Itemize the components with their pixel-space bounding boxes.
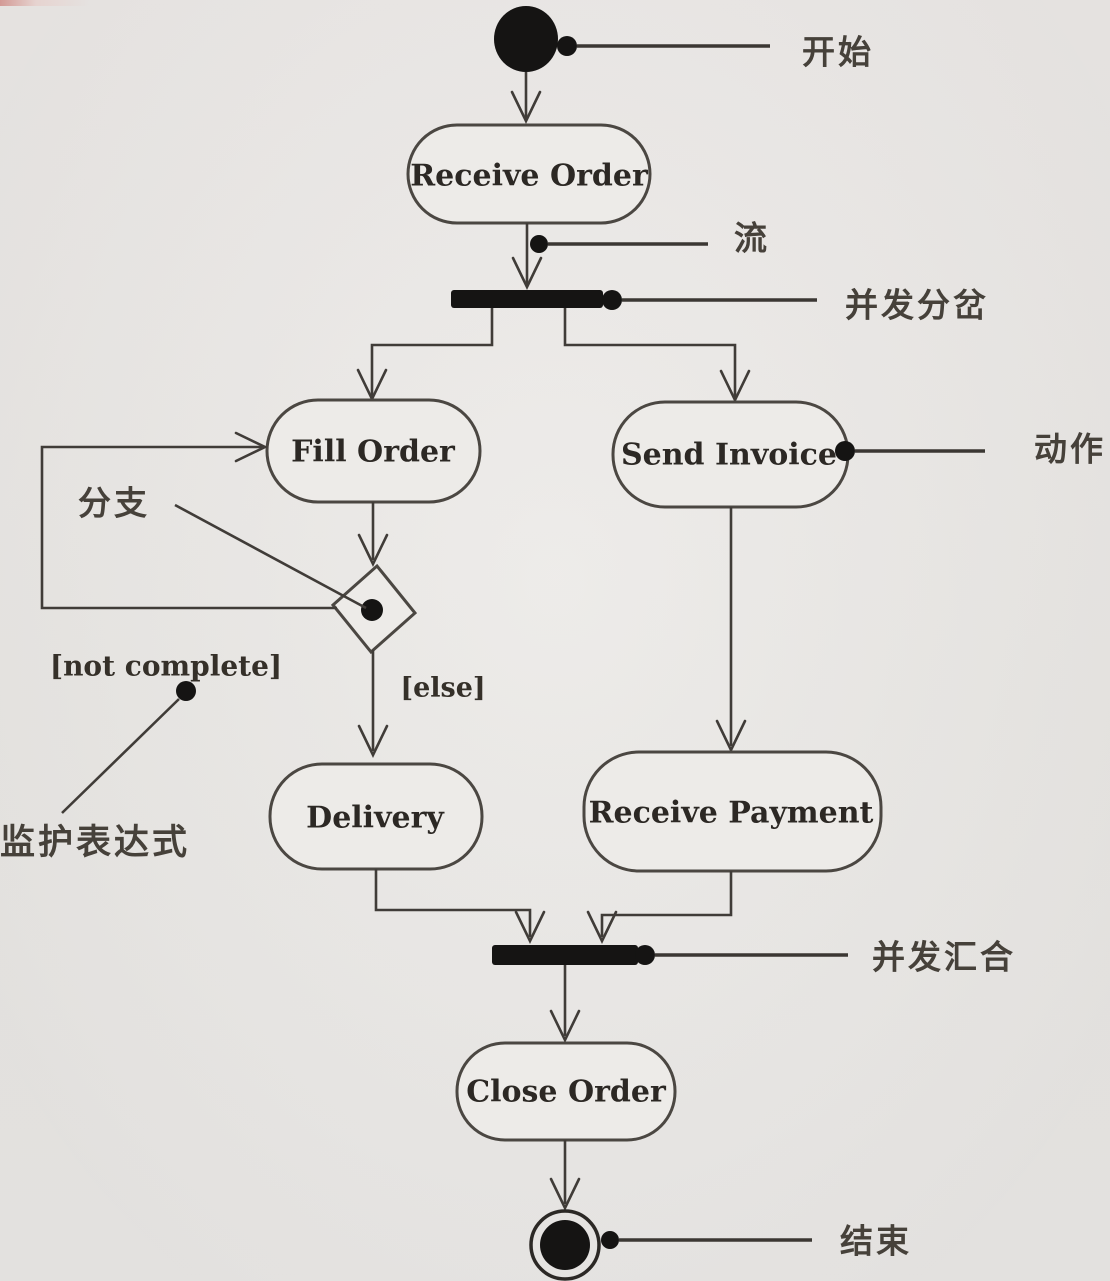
arrowhead-into-send-invoice — [719, 369, 751, 403]
receive-payment-shape — [582, 750, 883, 873]
start-node — [494, 6, 577, 72]
activity-close-order: Close Order — [455, 1041, 677, 1142]
decision-center-dot — [361, 599, 383, 621]
send-invoice-label: Send Invoice — [621, 438, 837, 473]
initial-state-circle — [494, 6, 558, 72]
branch-callout-line — [174, 503, 367, 610]
scan-artifact — [0, 0, 90, 6]
activity-receive-order: Receive Order — [406, 123, 652, 225]
delivery-label: Delivery — [306, 801, 445, 836]
arrowhead-into-receive-order — [510, 90, 542, 124]
activity-receive-payment: Receive Payment — [582, 750, 883, 873]
join-bar — [492, 945, 638, 965]
join-callout-dot — [635, 945, 655, 965]
receive-order-label: Receive Order — [410, 159, 649, 194]
edge-fork-to-fill-order — [370, 308, 494, 396]
flow-callout-dot — [530, 235, 548, 253]
edge-loop-not-complete — [40, 445, 337, 610]
fork-callout-dot — [602, 290, 622, 310]
flow-label: 流 — [734, 219, 770, 258]
action-callout-dot — [835, 441, 855, 461]
end-node — [529, 1209, 619, 1281]
receive-payment-label: Receive Payment — [589, 796, 874, 831]
guard-else-label: [else] — [400, 673, 485, 704]
start-callout-dot — [557, 36, 577, 56]
arrowhead-into-decision — [357, 533, 389, 567]
arrowhead-loop-into-fill-order — [234, 431, 268, 463]
activity-fill-order: Fill Order — [265, 398, 482, 504]
start-label: 开始 — [802, 33, 874, 72]
arrowhead-into-close-order — [549, 1009, 581, 1043]
edge-delivery-to-join — [374, 869, 532, 937]
end-label: 结束 — [840, 1222, 912, 1261]
decision-node — [330, 563, 418, 655]
final-state-ring — [529, 1209, 601, 1281]
guard-not-complete-label: [not complete] — [50, 650, 282, 683]
arrowhead-delivery-into-join — [514, 910, 546, 944]
guard-expression-label: 监护表达式 — [0, 823, 190, 863]
fork-label: 并发分岔 — [845, 286, 989, 325]
arrowhead-receive-payment-into-join — [586, 910, 618, 944]
activity-delivery: Delivery — [268, 762, 484, 871]
action-label: 动作 — [1034, 430, 1106, 469]
receive-order-shape — [406, 123, 652, 225]
edge-receive-payment-to-join — [600, 871, 733, 937]
end-callout-dot — [601, 1231, 619, 1249]
arrowhead-into-receive-payment — [715, 719, 747, 753]
arrowhead-into-delivery — [357, 724, 389, 758]
fill-order-label: Fill Order — [291, 435, 456, 470]
final-state-circle — [540, 1220, 590, 1270]
fork-bar — [451, 290, 603, 308]
branch-label: 分支 — [78, 484, 150, 523]
arrowhead-into-fork — [511, 256, 543, 290]
activity-send-invoice: Send Invoice — [611, 400, 850, 509]
join-label: 并发汇合 — [872, 938, 1016, 977]
arrowhead-into-end — [549, 1177, 581, 1211]
guard-callout-dot — [176, 681, 196, 701]
guard-callout-line — [61, 698, 180, 814]
close-order-label: Close Order — [466, 1075, 667, 1110]
edge-fork-to-send-invoice — [563, 308, 737, 397]
